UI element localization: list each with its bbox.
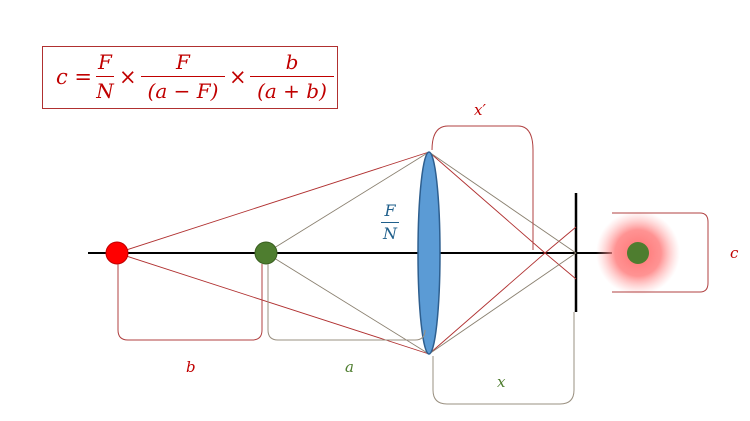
fraction-bar xyxy=(381,222,399,223)
bracket-c xyxy=(612,212,709,293)
label-c: c xyxy=(730,244,739,262)
image-point xyxy=(627,242,649,264)
formula-f2-den: (a − F) xyxy=(147,79,219,103)
far-object-point xyxy=(105,241,129,265)
formula-lhs: c = xyxy=(56,65,93,89)
formula-frac-1: F N xyxy=(96,52,114,101)
aperture-den: N xyxy=(383,224,397,243)
formula-frac-2: F (a − F) xyxy=(141,52,225,101)
fraction-bar xyxy=(141,76,225,77)
label-x: x xyxy=(497,373,506,391)
focused-object-point xyxy=(254,241,278,265)
rays-focus-point xyxy=(265,151,577,355)
formula-f3-den: (a + b) xyxy=(257,79,327,103)
label-a: a xyxy=(345,358,354,376)
bracket-b xyxy=(117,264,263,341)
formula-times-1: × xyxy=(119,65,137,89)
bracket-x-prime xyxy=(431,125,534,250)
fraction-bar xyxy=(250,76,334,77)
formula-frac-3: b (a + b) xyxy=(250,52,334,101)
fraction-bar xyxy=(96,76,114,77)
lens xyxy=(417,151,441,355)
bracket-a xyxy=(267,264,426,341)
formula-f1-den: N xyxy=(96,79,114,103)
formula-box xyxy=(42,46,338,109)
aperture-num: F xyxy=(384,201,396,220)
formula-f2-num: F xyxy=(176,50,190,74)
rays-far-point xyxy=(116,151,577,355)
formula-times-2: × xyxy=(229,65,247,89)
bracket-x xyxy=(432,312,575,405)
label-x-prime: x′ xyxy=(474,101,486,119)
formula-f3-num: b xyxy=(285,50,299,74)
label-b: b xyxy=(186,358,196,376)
aperture-label: F N xyxy=(381,203,399,242)
formula-f1-num: F xyxy=(98,50,112,74)
